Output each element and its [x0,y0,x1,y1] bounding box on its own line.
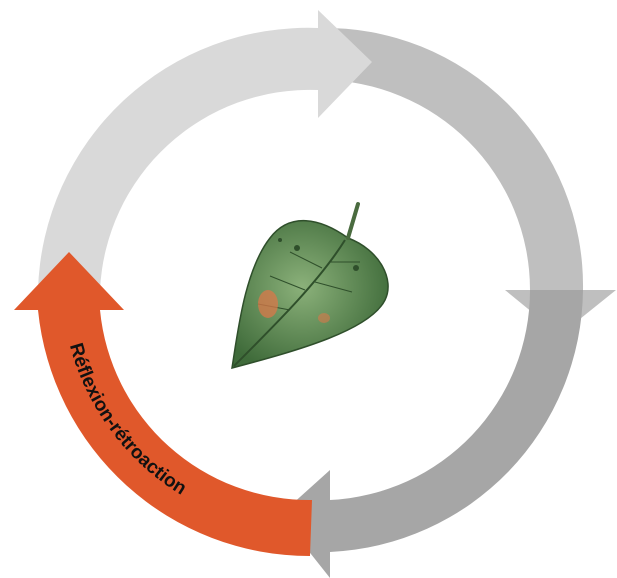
cycle-arrow-bottom-left [14,252,312,557]
cycle-arrow-top-right [320,27,616,335]
leaf-icon [231,202,389,370]
cycle-arrow-top-left [38,10,372,290]
cycle-arrow-bottom-right [280,290,583,578]
